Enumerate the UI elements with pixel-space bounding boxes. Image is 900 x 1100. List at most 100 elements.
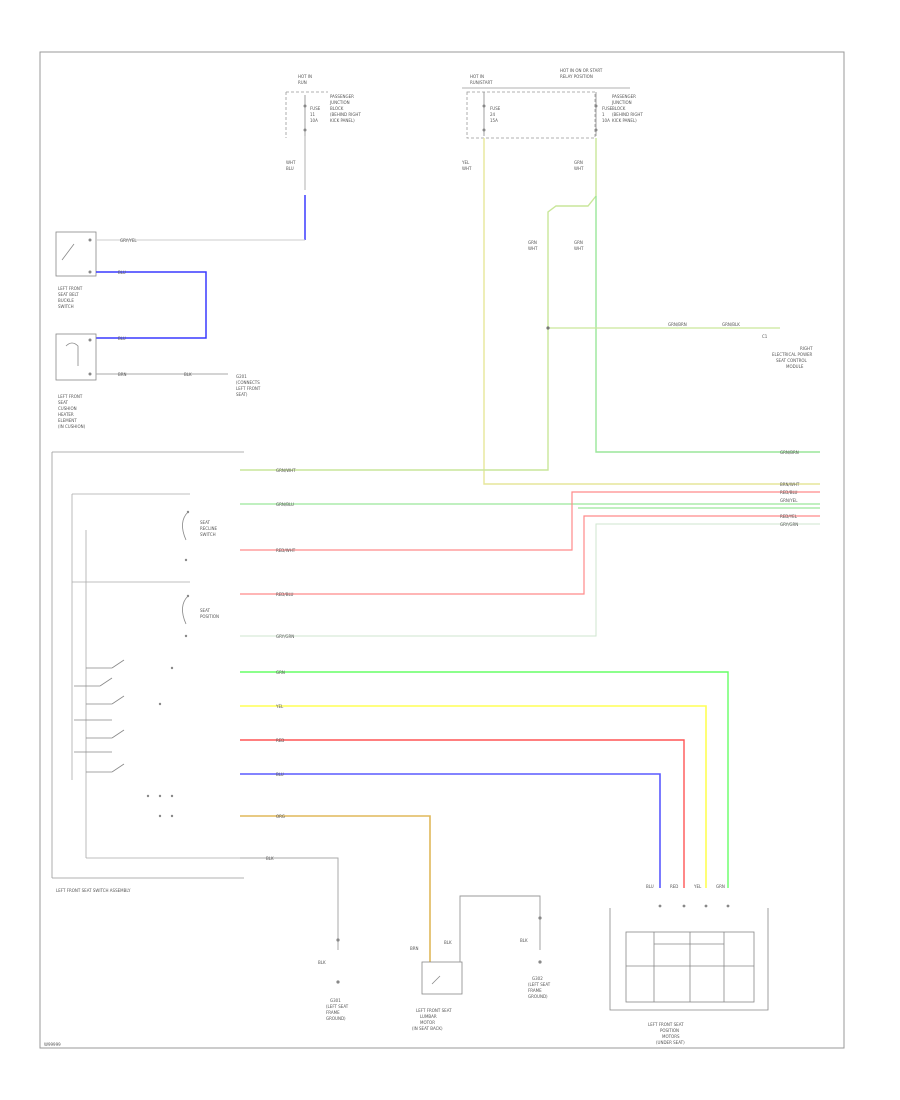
wire-mid-fuse-2: WHT <box>462 166 472 171</box>
c1-label: C1 <box>762 334 768 339</box>
ground-ref-line1: G201 <box>236 374 247 379</box>
diagram-frame <box>39 51 845 1049</box>
r1-label: BRN/WHT <box>780 482 800 487</box>
wire-red-row2 <box>240 491 820 551</box>
seat-belt-line4: SWITCH <box>58 304 74 309</box>
right-branch-1: GRN <box>574 240 583 245</box>
fuse-right-line1: FUSE <box>602 106 613 111</box>
mid-branch-1: GRN <box>528 240 537 245</box>
wire-orange-lumbar <box>240 815 431 962</box>
belt-bot-label: BLU <box>118 270 126 275</box>
heater-line1: LEFT FRONT <box>58 394 83 399</box>
r5-label: RED/YEL <box>780 514 798 519</box>
footer-code: W99999 <box>44 1042 61 1047</box>
wire-mid-fuse-1: YEL <box>461 160 470 165</box>
org-label: ORG <box>276 814 285 819</box>
wire-red-row3 <box>240 515 820 595</box>
motors-line1: LEFT FRONT SEAT <box>648 1022 684 1027</box>
wire-right-fuse-1: GRN <box>574 160 583 165</box>
right-module-line4: MODULE <box>786 364 804 369</box>
red-label: RED <box>276 738 284 743</box>
heat-bot2-label: BLK <box>184 372 192 377</box>
recline-line1: SEAT <box>200 520 210 525</box>
fuse-box-left-line1: PASSENGER <box>330 94 354 99</box>
g302-line2: (LEFT SEAT <box>528 982 551 987</box>
grn-brn-left: GRN/BRN <box>668 322 687 327</box>
seat-switch-line2: POSITION <box>200 614 219 619</box>
hot-left-line1: HOT IN <box>298 74 312 79</box>
recline-line3: SWITCH <box>200 532 216 537</box>
fuse-mid-line3: 15A <box>490 118 498 123</box>
red-blu-label: RED/WHT <box>276 548 296 553</box>
motors-line2: POSITION <box>660 1028 679 1033</box>
r3-label: RED/BLU <box>780 490 798 495</box>
fuse-box-right-line4: (BEHIND RIGHT <box>612 112 643 117</box>
fuse-box-left-line3: BLOCK <box>330 106 344 111</box>
seat-switch-line1: SEAT <box>200 608 210 613</box>
heat-bot1-label: BRN <box>118 372 127 377</box>
hot-in-start-block: HOT IN RUN/START HOT IN ON OR START RELA… <box>461 68 643 171</box>
wire-blue-belt <box>96 271 207 339</box>
grn-label: GRN <box>276 670 285 675</box>
right-module-line2: ELECTRICAL POWER <box>772 352 813 357</box>
m4-label: GRN <box>716 884 725 889</box>
fuse-left-line3: 10A <box>310 118 318 123</box>
wire-green-motor <box>240 671 729 888</box>
fuse-box-right-line1: PASSENGER <box>612 94 636 99</box>
g301-line4: GROUND) <box>326 1016 346 1021</box>
lumbar-motor: BRN BLK LEFT FRONT SEAT LUMBAR MOTOR (IN… <box>410 895 541 1031</box>
fuse-right-line2: 1 <box>602 112 605 117</box>
wire-green-right-branch <box>595 196 820 453</box>
fuse-box-left-line2: JUNCTION <box>329 100 350 105</box>
wire-left-fuse-1: WHT <box>286 160 296 165</box>
r6-label: GRY/GRN <box>780 522 798 527</box>
r-top-label: GRN/BRN <box>780 450 799 455</box>
wire-yellow-mid <box>483 138 820 485</box>
blk-mid-label: BLK <box>444 940 452 945</box>
right-module-line1: RIGHT <box>800 346 813 351</box>
fuse-right-line3: 10A <box>602 118 610 123</box>
lumbar-line1: LEFT FRONT SEAT <box>416 1008 452 1013</box>
ground-g301: BLK G301 (LEFT SEAT FRAME GROUND) <box>318 938 349 1021</box>
fuse-box-left-line4: (BEHIND RIGHT <box>330 112 361 117</box>
wire-green-right-fuse <box>240 138 597 471</box>
grn-brn-right: GRN/BLK <box>722 322 740 327</box>
blk-left-label: BLK <box>318 960 326 965</box>
ground-ref-line3: LEFT FRONT <box>236 386 261 391</box>
right-module-line3: SEAT CONTROL <box>776 358 808 363</box>
heater-line4: HEATER <box>58 412 74 417</box>
fuse-box-right-line5: KICK PANEL) <box>612 118 637 123</box>
hot-right-line1: HOT IN ON OR START <box>560 68 603 73</box>
hot-mid-line1: HOT IN <box>470 74 484 79</box>
wire-yellow-motor <box>240 705 707 888</box>
fuse-box-right-line3: BLOCK <box>612 106 626 111</box>
blu-label: BLU <box>276 772 284 777</box>
fuse-box-right-line2: JUNCTION <box>611 100 632 105</box>
ground-g302: BLK G302 (LEFT SEAT FRAME GROUND) <box>520 916 551 999</box>
m1-label: BLU <box>646 884 654 889</box>
blk-right-label: BLK <box>520 938 528 943</box>
brn-mid-label: BRN <box>410 946 419 951</box>
wire-black-ground <box>240 857 339 950</box>
motors-line3: MOTORS <box>662 1034 680 1039</box>
gry-grn-label: GRY/GRN <box>276 634 294 639</box>
g301-line1: G301 <box>330 998 341 1003</box>
recline-line2: RECLINE <box>200 526 218 531</box>
ground-ref-line4: SEAT) <box>236 392 248 397</box>
seat-belt-line3: BUCKLE <box>58 298 74 303</box>
r2-label: GRN/BLU <box>276 502 294 507</box>
lumbar-line3: MOTOR <box>420 1020 435 1025</box>
fuse-left-line1: FUSE <box>310 106 321 111</box>
seat-belt-line2: SEAT BELT <box>58 292 79 297</box>
heater-line6: (IN CUSHION) <box>58 424 86 429</box>
wire-blue-motor <box>240 773 661 888</box>
g302-line1: G302 <box>532 976 543 981</box>
heater-line5: ELEMENT <box>58 418 77 423</box>
heat-top-label: BLU <box>118 336 126 341</box>
red-yel-label: RED/BLU <box>276 592 294 597</box>
g301-line3: FRAME <box>326 1010 340 1015</box>
g301-line2: (LEFT SEAT <box>326 1004 349 1009</box>
wire-left-fuse-2: BLU <box>286 166 294 171</box>
fuse-left-line2: 11 <box>310 112 316 117</box>
motors-line4: (UNDER SEAT) <box>656 1040 685 1045</box>
